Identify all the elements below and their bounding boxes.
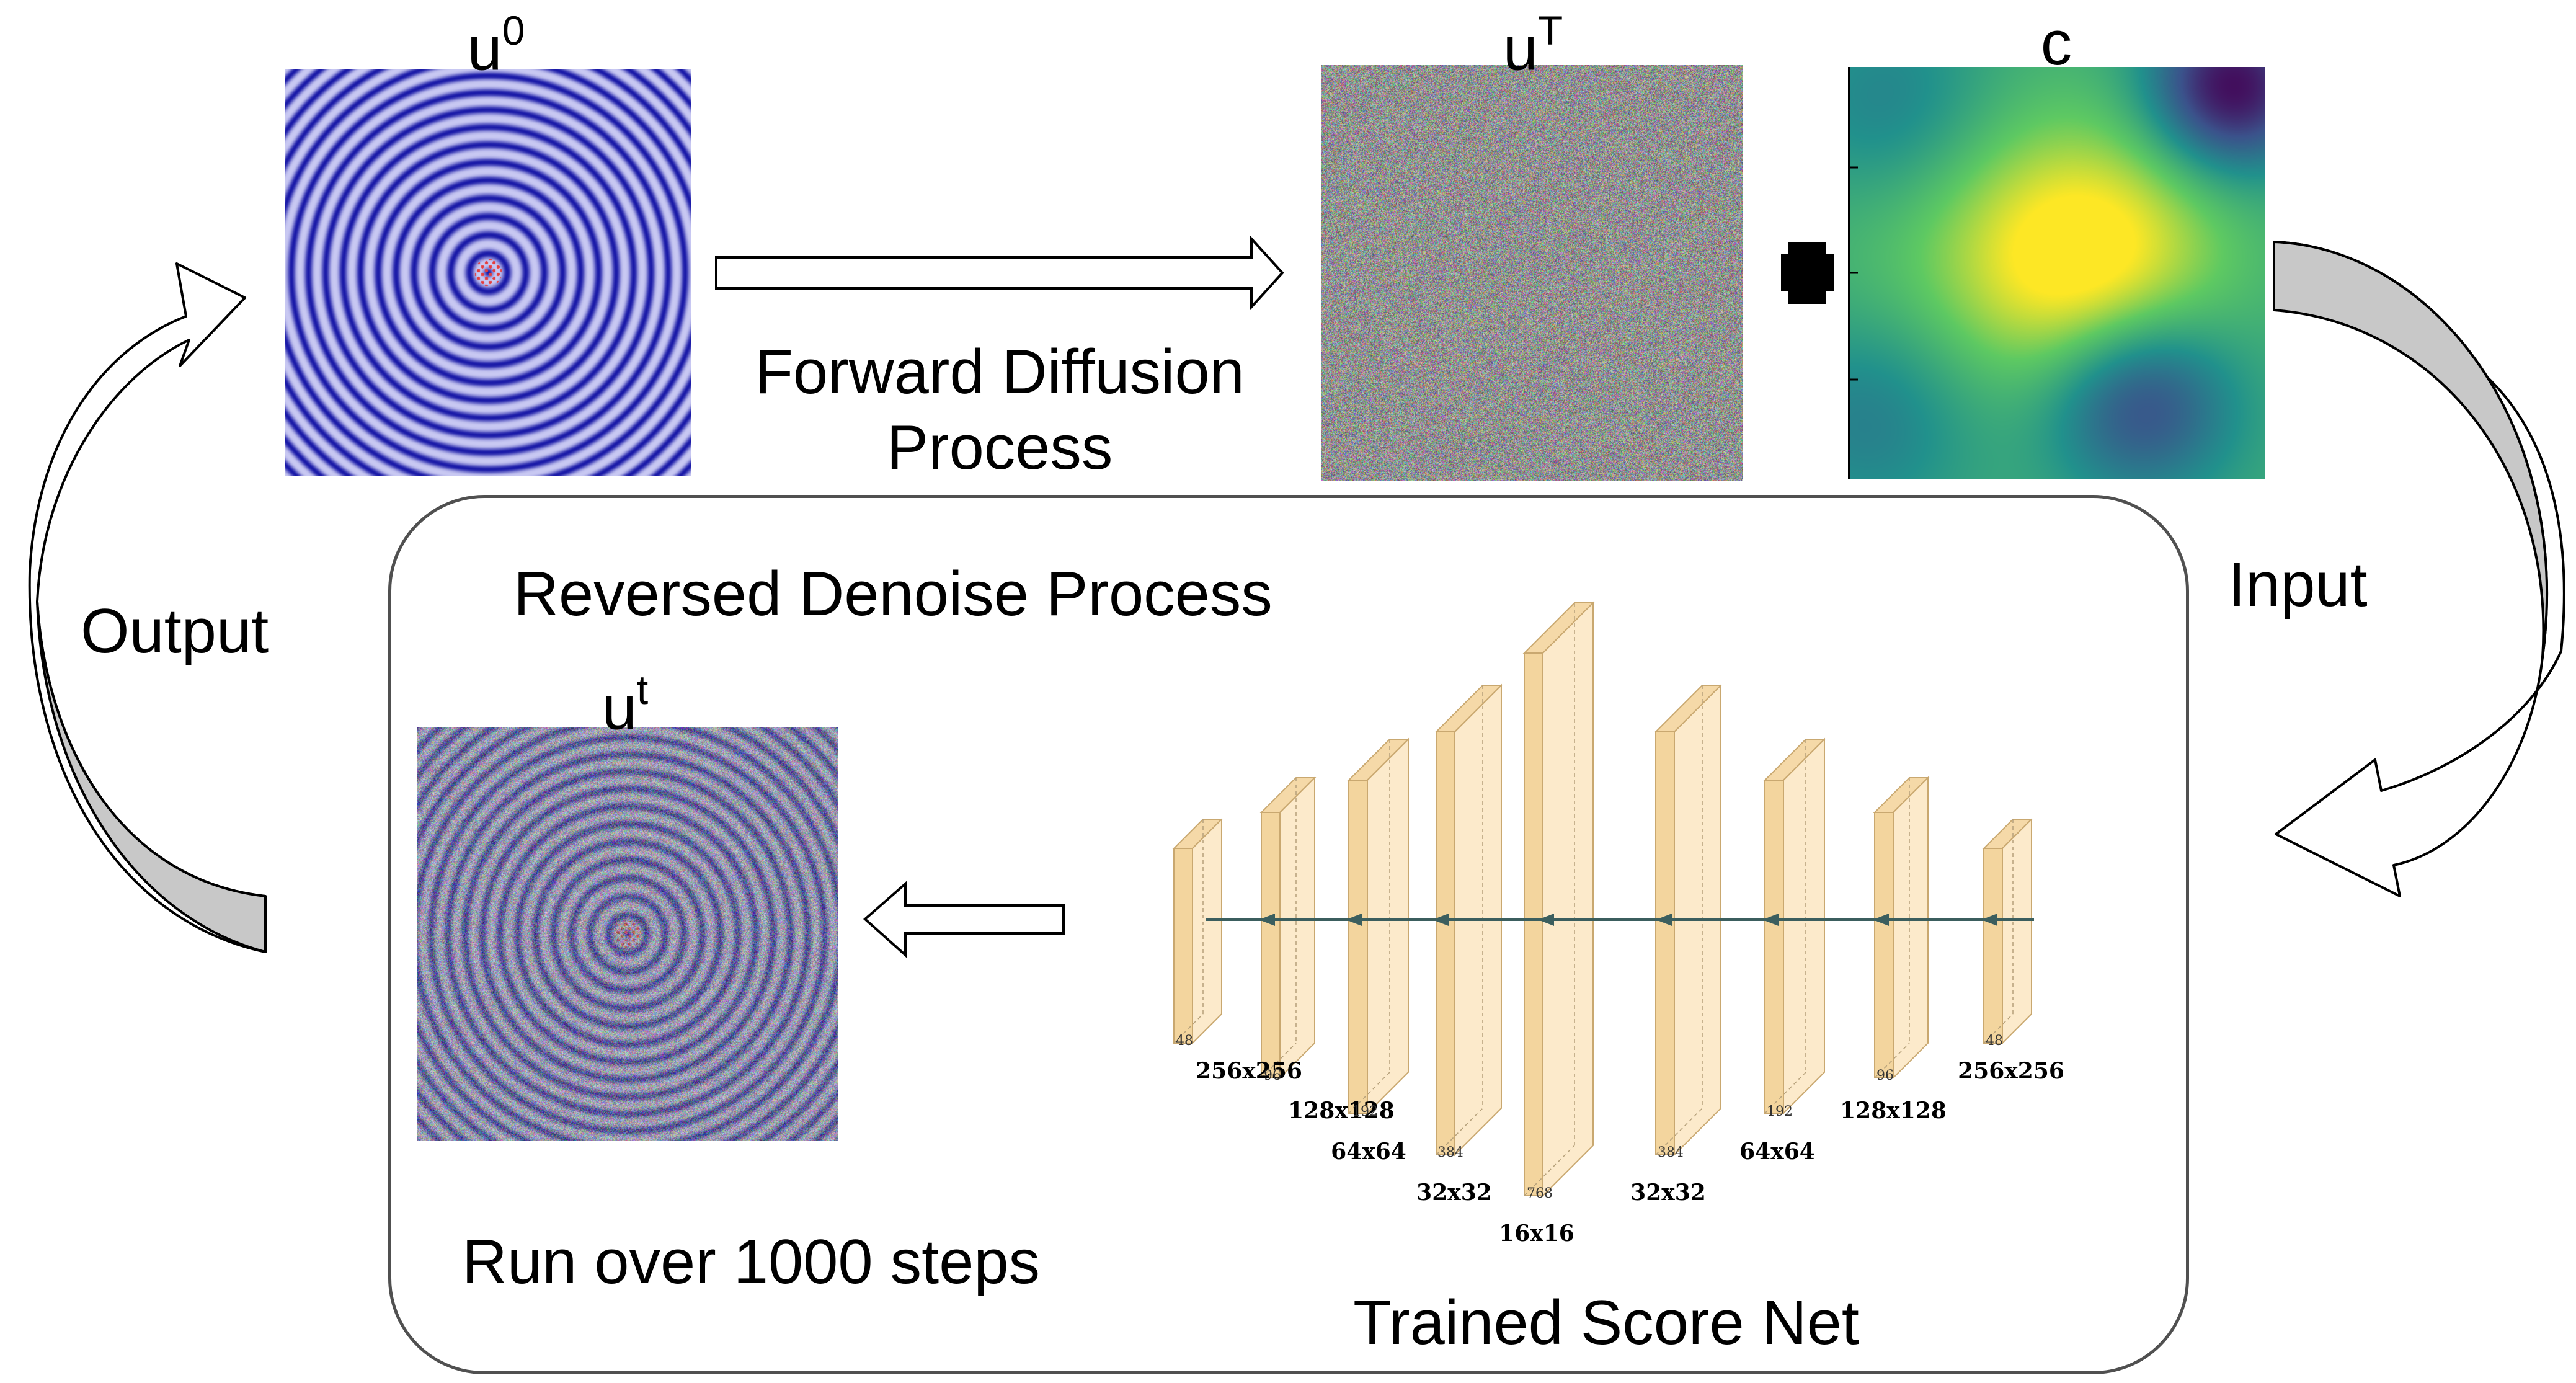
layer-channels-label: 48	[1176, 1033, 1193, 1049]
forward-label-line1: Forward Diffusion	[755, 341, 1245, 404]
c-label: c	[2041, 12, 2072, 75]
plus-icon	[1781, 242, 1834, 304]
trained-score-net-label: Trained Score Net	[1353, 1292, 1859, 1354]
layer-channels-label: 192	[1767, 1104, 1793, 1119]
ut-label: ut	[602, 673, 649, 740]
run-steps-label: Run over 1000 steps	[462, 1231, 1040, 1294]
forward-label-line2: Process	[887, 417, 1113, 479]
layer-resolution-label: 16x16	[1499, 1221, 1574, 1247]
layer-channels-label: 384	[1437, 1145, 1463, 1160]
layer-resolution-label: 256x256	[1958, 1058, 2064, 1084]
layer-channels-label: 192	[1352, 1104, 1378, 1119]
u0-label: u0	[468, 14, 525, 81]
layer-resolution-label: 32x32	[1416, 1180, 1492, 1206]
layer-resolution-label: 32x32	[1630, 1180, 1706, 1206]
uT-label: uT	[1503, 14, 1563, 81]
layer-resolution-label: 64x64	[1331, 1139, 1406, 1165]
layer-channels-label: 48	[1986, 1033, 2003, 1049]
layer-resolution-label: 64x64	[1739, 1139, 1815, 1165]
layer-channels-label: 96	[1876, 1068, 1894, 1083]
output-label: Output	[81, 600, 269, 663]
input-label: Input	[2228, 554, 2368, 616]
layer-channels-label: 384	[1658, 1145, 1684, 1160]
forward-arrow	[716, 239, 1282, 307]
layer-channels-label: 768	[1527, 1186, 1553, 1201]
layer-channels-label: 96	[1264, 1068, 1281, 1083]
c-axis	[1849, 67, 1858, 479]
reversed-process-label: Reversed Denoise Process	[513, 563, 1272, 626]
layer-resolution-label: 128x128	[1840, 1098, 1947, 1124]
layer-resolution-label: 128x128	[1288, 1098, 1395, 1124]
layer-resolution-label: 256x256	[1196, 1058, 1302, 1084]
